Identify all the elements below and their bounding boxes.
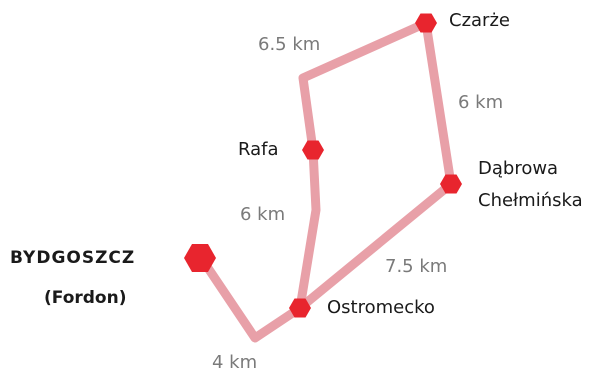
route-rafa-czarze — [298, 18, 431, 155]
marker-bydgoszcz — [184, 244, 216, 272]
town-label-dabrowa-line1: Dąbrowa — [478, 158, 559, 179]
distance-label-bydgoszcz-ostromecko: 4 km — [212, 352, 258, 373]
distance-label-ostromecko-rafa: 6 km — [240, 204, 286, 225]
town-label-fordon: (Fordon) — [44, 288, 127, 308]
town-label-bydgoszcz: BYDGOSZCZ — [10, 248, 136, 268]
distance-label-dabrowa-ostromecko: 7.5 km — [385, 256, 448, 277]
marker-ostromecko — [289, 298, 311, 318]
town-label-ostromecko: Ostromecko — [327, 297, 435, 318]
marker-rafa — [302, 140, 324, 160]
town-label-rafa: Rafa — [238, 139, 279, 160]
route-ostromecko-rafa — [295, 145, 321, 313]
distance-label-rafa-czarze: 6.5 km — [258, 34, 321, 55]
marker-czarze — [415, 13, 437, 33]
town-label-dabrowa-line2: Chełmińska — [478, 190, 583, 211]
route-dabrowa-ostromecko — [295, 179, 456, 313]
marker-dabrowa — [440, 174, 462, 194]
route-czarze-dabrowa — [421, 18, 456, 189]
town-label-czarze: Czarże — [449, 10, 510, 31]
distance-label-czarze-dabrowa: 6 km — [458, 92, 504, 113]
route-bydgoszcz-ostromecko — [203, 263, 305, 343]
